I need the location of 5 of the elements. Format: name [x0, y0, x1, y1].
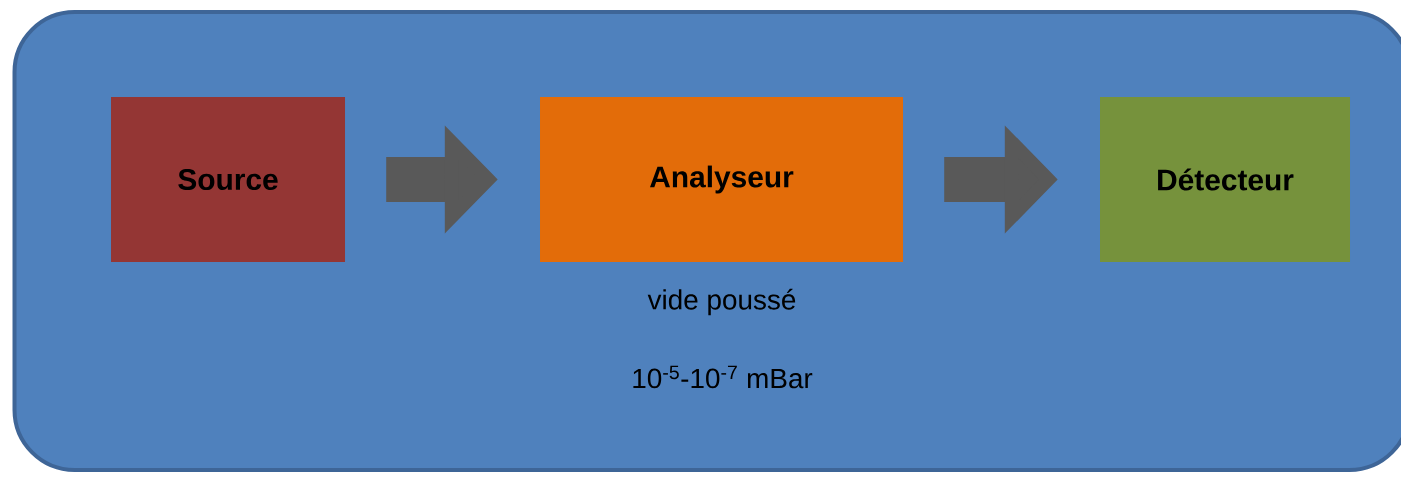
- caption-text: vide poussé: [647, 288, 796, 316]
- process-box: Détecteur: [1100, 97, 1350, 262]
- process-box: Source: [111, 97, 345, 262]
- caption-text: 10$^{-5}$-10$^{-7}$ mBar: [633, 365, 813, 389]
- process-box: Analyseur: [540, 97, 903, 262]
